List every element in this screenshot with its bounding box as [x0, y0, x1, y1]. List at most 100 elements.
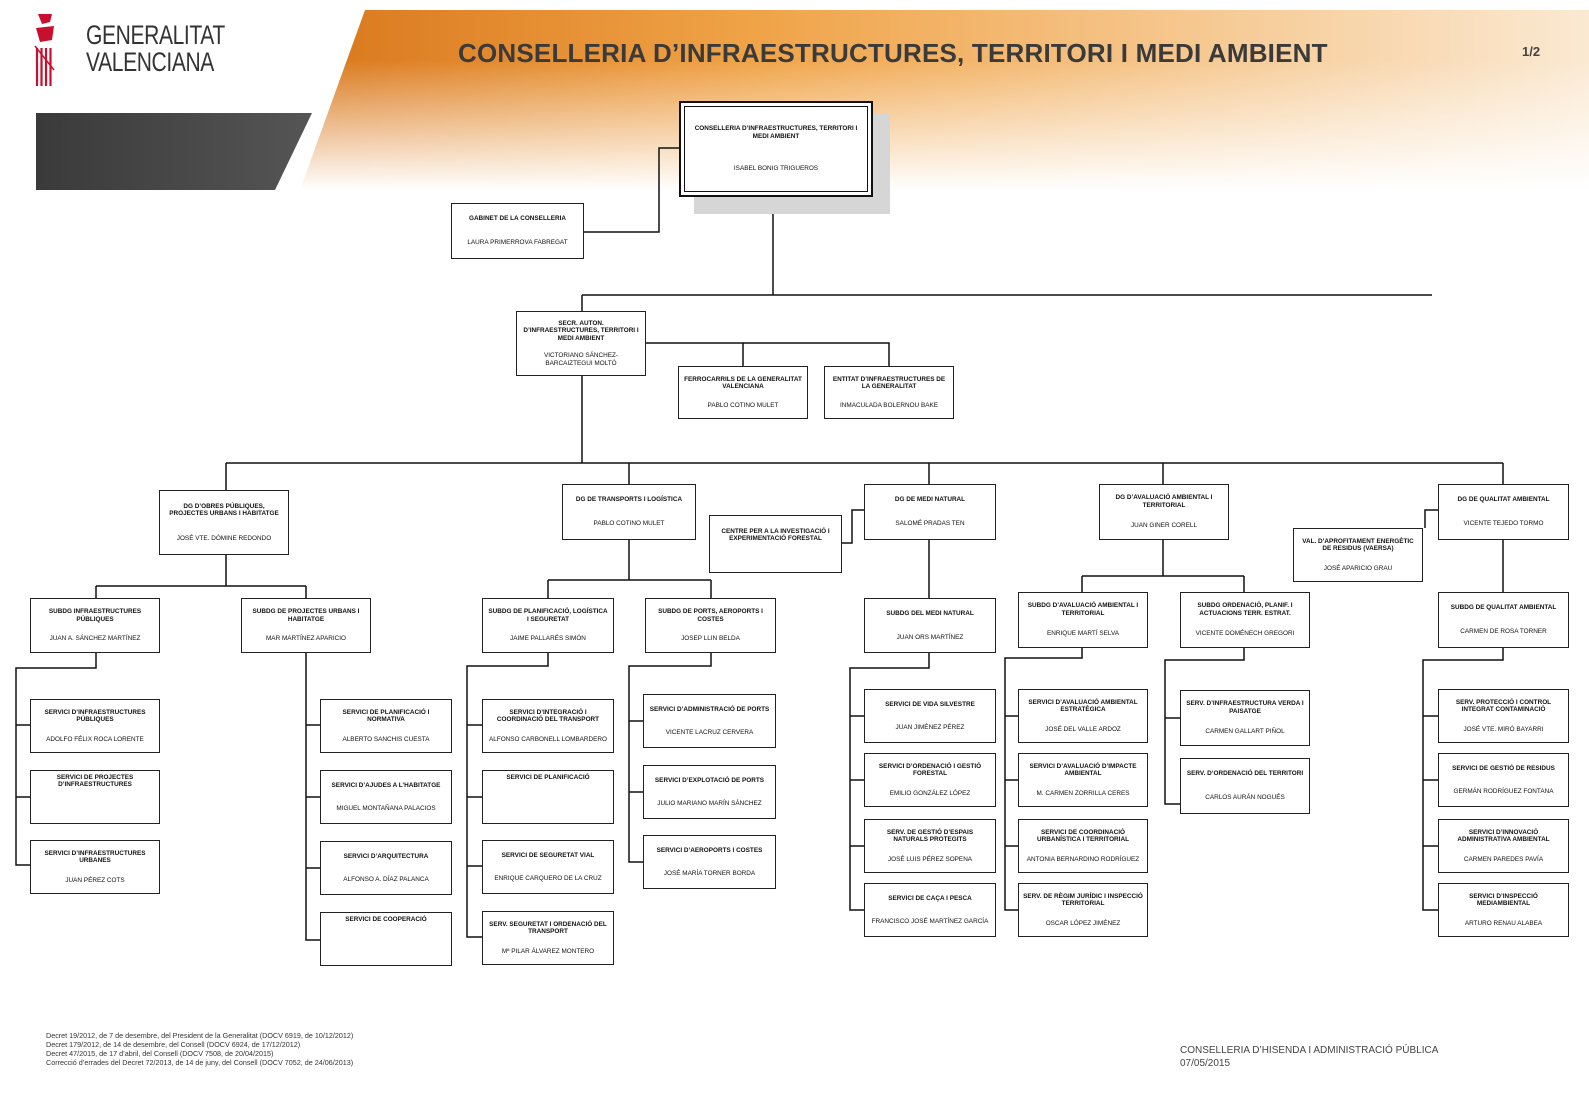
- unit-person: ENRIQUE CARQUERO DE LA CRUZ: [494, 874, 602, 882]
- decree-line: Decret 47/2015, de 17 d’abril, del Conse…: [46, 1049, 274, 1058]
- org-box-sub-planif[interactable]: SUBDG DE PLANIFICACIÓ, LOGÍSTICA I SEGUR…: [482, 598, 614, 653]
- unit-name: SERVICI DE PLANIFICACIÓ: [506, 774, 590, 781]
- unit-person: EMILIO GONZÁLEZ LÓPEZ: [889, 789, 971, 797]
- org-box-sub-aval[interactable]: SUBDG D’AVALUACIÓ AMBIENTAL I TERRITORIA…: [1018, 592, 1148, 648]
- org-box-s-inspeccio[interactable]: SERVICI D’INSPECCIÓ MEDIAMBIENTAL ARTURO…: [1438, 883, 1569, 937]
- org-box-s-ajudes[interactable]: SERVICI D’AJUDES A L’HABITATGE MIGUEL MO…: [320, 770, 452, 824]
- unit-name: SERVICI D’INFRAESTRUCTURES PÚBLIQUES: [44, 708, 146, 724]
- decree-line: Correcció d’errades del Decret 72/2013, …: [46, 1058, 354, 1067]
- unit-name: SERVICI D’ADMINISTRACIÓ DE PORTS: [649, 705, 770, 713]
- org-box-s-ord-territori[interactable]: SERV. D’ORDENACIÓ DEL TERRITORI CARLOS A…: [1180, 758, 1310, 814]
- unit-person: SALOMÉ PRADAS TEN: [895, 520, 965, 528]
- unit-person: FRANCISCO JOSÉ MARTÍNEZ GARCÍA: [871, 917, 989, 925]
- org-box-sub-medi[interactable]: SUBDG DEL MEDI NATURAL JUAN ORS MARTÍNEZ: [864, 598, 996, 653]
- unit-person: LAURA PRIMERROVA FABREGAT: [467, 239, 568, 247]
- unit-name: DG DE QUALITAT AMBIENTAL: [1457, 496, 1550, 504]
- unit-name: SERVICI DE VIDA SILVESTRE: [885, 700, 975, 708]
- org-box-sub-qualitat[interactable]: SUBDG DE QUALITAT AMBIENTAL CARMEN DE RO…: [1438, 592, 1569, 648]
- unit-person: VICENTE DOMÉNECH GREGORI: [1195, 630, 1295, 638]
- unit-name: SERVICI D’INFRAESTRUCTURES URBANES: [44, 849, 146, 865]
- unit-name: SUBDG ORDENACIÓ, PLANIF. I ACTUACIONS TE…: [1197, 602, 1293, 617]
- unit-person: ISABEL BONIG TRIGUEROS: [733, 165, 819, 173]
- org-box-s-proj-infra[interactable]: SERVICI DE PROJECTES D’INFRAESTRUCTURES: [30, 770, 160, 824]
- unit-person: JULIO MARIANO MARÍN SÁNCHEZ: [657, 799, 762, 807]
- unit-person: JAIME PALLARÉS SIMÓN: [510, 635, 586, 643]
- org-box-s-aeroports[interactable]: SERVICI D’AEROPORTS I COSTES JOSÉ MARÍA …: [643, 835, 776, 889]
- org-box-s-innovacio[interactable]: SERVICI D’INNOVACIÓ ADMINISTRATIVA AMBIE…: [1438, 819, 1569, 873]
- org-box-s-proteccio[interactable]: SERV. PROTECCIÓ I CONTROL INTEGRAT CONTA…: [1438, 689, 1569, 743]
- org-box-dg-obres[interactable]: DG D’OBRES PÚBLIQUES, PROJECTES URBANS I…: [159, 490, 289, 555]
- org-box-s-seg-transport[interactable]: SERV. SEGURETAT I ORDENACIÓ DEL TRANSPOR…: [482, 911, 614, 965]
- org-box-s-infra[interactable]: SERVICI D’INFRAESTRUCTURES PÚBLIQUES ADO…: [30, 699, 160, 753]
- unit-name: SERVICI D’AVALUACIÓ AMBIENTAL ESTRATÈGIC…: [1028, 698, 1138, 714]
- unit-person: M. CARMEN ZORRILLA CERES: [1036, 789, 1130, 797]
- page-number: 1/2: [1522, 44, 1541, 59]
- org-box-ferrocarrils[interactable]: FERROCARRILS DE LA GENERALITAT VALENCIAN…: [678, 366, 808, 419]
- unit-name: SERV. DE RÈGIM JURÍDIC I INSPECCIÓ TERRI…: [1023, 892, 1143, 908]
- unit-person: JUAN JIMÉNEZ PÉREZ: [895, 723, 965, 731]
- unit-person: PABLO COTINO MULET: [707, 401, 779, 409]
- unit-name: SERVICI DE GESTIÓ DE RESIDUS: [1452, 764, 1555, 772]
- org-box-gabinet[interactable]: GABINET DE LA CONSELLERIA LAURA PRIMERRO…: [451, 203, 584, 259]
- org-box-s-caca[interactable]: SERVICI DE CAÇA I PESCA FRANCISCO JOSÉ M…: [864, 883, 996, 937]
- org-box-s-planif-norm[interactable]: SERVICI DE PLANIFICACIÓ I NORMATIVA ALBE…: [320, 699, 452, 753]
- org-box-s-juridic[interactable]: SERV. DE RÈGIM JURÍDIC I INSPECCIÓ TERRI…: [1018, 883, 1148, 937]
- footer-decrees: Decret 19/2012, de 7 de desembre, del Pr…: [46, 1031, 353, 1067]
- org-box-s-integracio[interactable]: SERVICI D’INTEGRACIÓ I COORDINACIÓ DEL T…: [482, 699, 614, 753]
- org-box-s-residus[interactable]: SERVICI DE GESTIÓ DE RESIDUS GERMÁN RODR…: [1438, 753, 1569, 807]
- unit-person: JOSÉ VTE. DÓMINE REDONDO: [176, 534, 272, 542]
- org-box-s-explot-ports[interactable]: SERVICI D’EXPLOTACIÓ DE PORTS JULIO MARI…: [643, 765, 776, 819]
- unit-name: SERVICI D’AEROPORTS I COSTES: [656, 846, 763, 854]
- unit-name: SERVICI DE COOPERACIÓ: [345, 916, 427, 923]
- org-box-s-impacte[interactable]: SERVICI D’AVALUACIÓ D’IMPACTE AMBIENTAL …: [1018, 753, 1148, 807]
- org-box-s-vida-silvestre[interactable]: SERVICI DE VIDA SILVESTRE JUAN JIMÉNEZ P…: [864, 689, 996, 743]
- unit-person: JOSÉ DEL VALLE ARDOZ: [1045, 725, 1121, 733]
- org-box-s-infra-urb[interactable]: SERVICI D’INFRAESTRUCTURES URBANES JUAN …: [30, 840, 160, 894]
- unit-person: ARTURO RENAU ALABEA: [1464, 919, 1543, 927]
- org-box-conselleria[interactable]: CONSELLERIA D’INFRAESTRUCTURES, TERRITOR…: [679, 101, 873, 197]
- org-box-s-admin-ports[interactable]: SERVICI D’ADMINISTRACIÓ DE PORTS VICENTE…: [643, 694, 776, 748]
- org-box-s-espais[interactable]: SERV. DE GESTIÓ D’ESPAIS NATURALS PROTEG…: [864, 819, 996, 873]
- unit-name: SERVICI D’AJUDES A L’HABITATGE: [331, 781, 441, 789]
- org-box-dg-qualitat[interactable]: DG DE QUALITAT AMBIENTAL VICENTE TEJEDO …: [1438, 484, 1569, 540]
- org-box-s-coord-urb[interactable]: SERVICI DE COORDINACIÓ URBANÍSTICA I TER…: [1018, 819, 1148, 873]
- unit-name: SUBDG D’AVALUACIÓ AMBIENTAL I TERRITORIA…: [1027, 602, 1139, 617]
- org-box-sub-proj[interactable]: SUBDG DE PROJECTES URBANS I HABITATGE MA…: [241, 598, 371, 653]
- org-box-sub-ports[interactable]: SUBDG DE PORTS, AEROPORTS I COSTES JOSEP…: [645, 598, 776, 653]
- unit-name: CENTRE PER A LA INVESTIGACIÓ I EXPERIMEN…: [721, 527, 830, 543]
- org-box-val-aprof[interactable]: VAL. D’APROFITAMENT ENERGÈTIC DE RESIDUS…: [1293, 528, 1423, 582]
- org-box-dg-avaluacio[interactable]: DG D’AVALUACIÓ AMBIENTAL I TERRITORIAL J…: [1099, 484, 1229, 540]
- org-box-s-infra-verda[interactable]: SERV. D’INFRAESTRUCTURA VERDA I PAISATGE…: [1180, 690, 1310, 746]
- unit-person: Mª PILAR ÁLVAREZ MONTERO: [501, 947, 595, 955]
- unit-name: SUBDG INFRAESTRUCTURES PÚBLIQUES: [48, 608, 142, 623]
- unit-person: JUAN A. SÁNCHEZ MARTÍNEZ: [49, 635, 141, 643]
- unit-name: SERVICI D’AVALUACIÓ D’IMPACTE AMBIENTAL: [1029, 762, 1137, 778]
- org-box-s-ordenacio-forestal[interactable]: SERVICI D’ORDENACIÓ I GESTIÓ FORESTAL EM…: [864, 753, 996, 807]
- unit-person: JUAN PÉREZ COTS: [65, 876, 125, 884]
- org-box-s-cooperacio[interactable]: SERVICI DE COOPERACIÓ: [320, 912, 452, 966]
- org-box-dg-medi[interactable]: DG DE MEDI NATURAL SALOMÉ PRADAS TEN: [864, 484, 996, 540]
- org-box-s-arquitectura[interactable]: SERVICI D’ARQUITECTURA ALFONSO A. DÍAZ P…: [320, 841, 452, 895]
- org-box-secretaria[interactable]: SECR. AUTON. D’INFRAESTRUCTURES, TERRITO…: [516, 311, 646, 376]
- unit-person: CARLOS AURÁN NOGUÉS: [1205, 794, 1285, 802]
- unit-name: SUBDG DE QUALITAT AMBIENTAL: [1450, 604, 1557, 612]
- page-title: CONSELLERIA D’INFRAESTRUCTURES, TERRITOR…: [458, 38, 1328, 68]
- unit-name: SERVICI DE PROJECTES D’INFRAESTRUCTURES: [56, 774, 134, 789]
- org-box-entitat[interactable]: ENTITAT D’INFRAESTRUCTURES DE LA GENERAL…: [824, 366, 954, 419]
- unit-name: SERVICI D’INSPECCIÓ MEDIAMBIENTAL: [1469, 892, 1538, 908]
- org-box-dg-transports[interactable]: DG DE TRANSPORTS I LOGÍSTICA PABLO COTIN…: [562, 484, 696, 540]
- org-box-s-seguretat-vial[interactable]: SERVICI DE SEGURETAT VIAL ENRIQUE CARQUE…: [482, 840, 614, 894]
- unit-person: GERMÁN RODRÍGUEZ FONTANA: [1453, 787, 1554, 795]
- org-box-centre-invest[interactable]: CENTRE PER A LA INVESTIGACIÓ I EXPERIMEN…: [709, 515, 842, 573]
- org-box-s-aval-estrat[interactable]: SERVICI D’AVALUACIÓ AMBIENTAL ESTRATÈGIC…: [1018, 689, 1148, 743]
- unit-name: SERVICI DE COORDINACIÓ URBANÍSTICA I TER…: [1037, 828, 1129, 844]
- unit-name: SERVICI DE SEGURETAT VIAL: [501, 851, 595, 859]
- org-box-s-planificacio[interactable]: SERVICI DE PLANIFICACIÓ: [482, 770, 614, 824]
- unit-person: PABLO COTINO MULET: [593, 520, 665, 528]
- unit-person: VICENTE LACRUZ CERVERA: [665, 728, 754, 736]
- org-box-sub-ordenacio[interactable]: SUBDG ORDENACIÓ, PLANIF. I ACTUACIONS TE…: [1180, 592, 1310, 648]
- unit-name: SUBDG DE PORTS, AEROPORTS I COSTES: [658, 608, 763, 623]
- org-box-sub-infra[interactable]: SUBDG INFRAESTRUCTURES PÚBLIQUES JUAN A.…: [30, 598, 160, 653]
- unit-name: SERVICI D’ORDENACIÓ I GESTIÓ FORESTAL: [878, 762, 982, 778]
- unit-name: ENTITAT D’INFRAESTRUCTURES DE LA GENERAL…: [832, 375, 946, 391]
